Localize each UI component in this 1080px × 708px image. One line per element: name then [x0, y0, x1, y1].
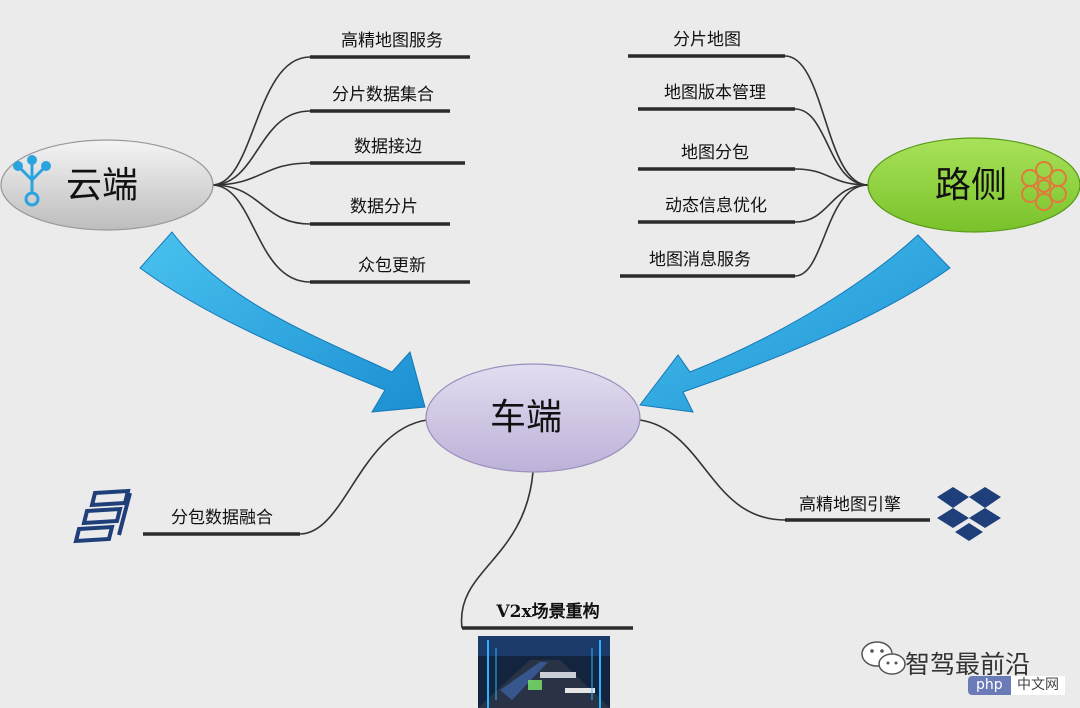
network-icon — [13, 155, 51, 207]
roadside-to-vehicle-arrow — [639, 234, 951, 413]
cn-badge: 中文网 — [1011, 676, 1065, 695]
v2x-scene-image — [478, 636, 610, 708]
php-badge: php — [968, 676, 1011, 695]
cloud-item-data-tiling: 数据分片 — [350, 197, 418, 217]
cloud-node[interactable] — [0, 139, 214, 231]
cloud-underlines — [310, 55, 470, 284]
watermark-text: 智驾最前沿 — [905, 650, 1031, 679]
vehicle-item-hd-map-engine: 高精地图引擎 — [799, 495, 901, 515]
roadside-item-map-package: 地图分包 — [681, 143, 749, 163]
cloud-item-tile-data-collection: 分片数据集合 — [332, 85, 434, 105]
stacked-blocks-icon — [73, 488, 132, 544]
roadside-branch-lines — [784, 55, 869, 277]
wechat-icon — [861, 641, 906, 675]
vehicle-node[interactable] — [425, 363, 641, 473]
roadside-item-map-message: 地图消息服务 — [649, 250, 751, 270]
roadside-node[interactable] — [867, 137, 1080, 233]
roadside-underlines — [620, 54, 795, 278]
cloud-to-vehicle-arrow — [139, 231, 426, 413]
cloud-item-hd-map-service: 高精地图服务 — [341, 31, 443, 51]
cloud-title: 云端 — [66, 165, 139, 206]
atom-icon — [1021, 161, 1067, 211]
roadside-item-dynamic-info: 动态信息优化 — [665, 196, 767, 216]
roadside-item-tile-map: 分片地图 — [673, 30, 741, 50]
cloud-item-crowdsource-update: 众包更新 — [358, 256, 426, 276]
vehicle-item-v2x-scene: V2x场景重构 — [496, 602, 600, 622]
vehicle-branch-lines — [299, 419, 786, 629]
roadside-item-version-mgmt: 地图版本管理 — [664, 83, 766, 103]
vehicle-item-package-fusion: 分包数据融合 — [171, 508, 273, 528]
box-icon — [937, 487, 1001, 541]
vehicle-title: 车端 — [490, 397, 563, 438]
cloud-item-data-edge-join: 数据接边 — [354, 137, 422, 157]
roadside-title: 路侧 — [935, 165, 1008, 206]
vehicle-underlines — [143, 518, 930, 630]
cloud-branch-lines — [211, 56, 311, 283]
